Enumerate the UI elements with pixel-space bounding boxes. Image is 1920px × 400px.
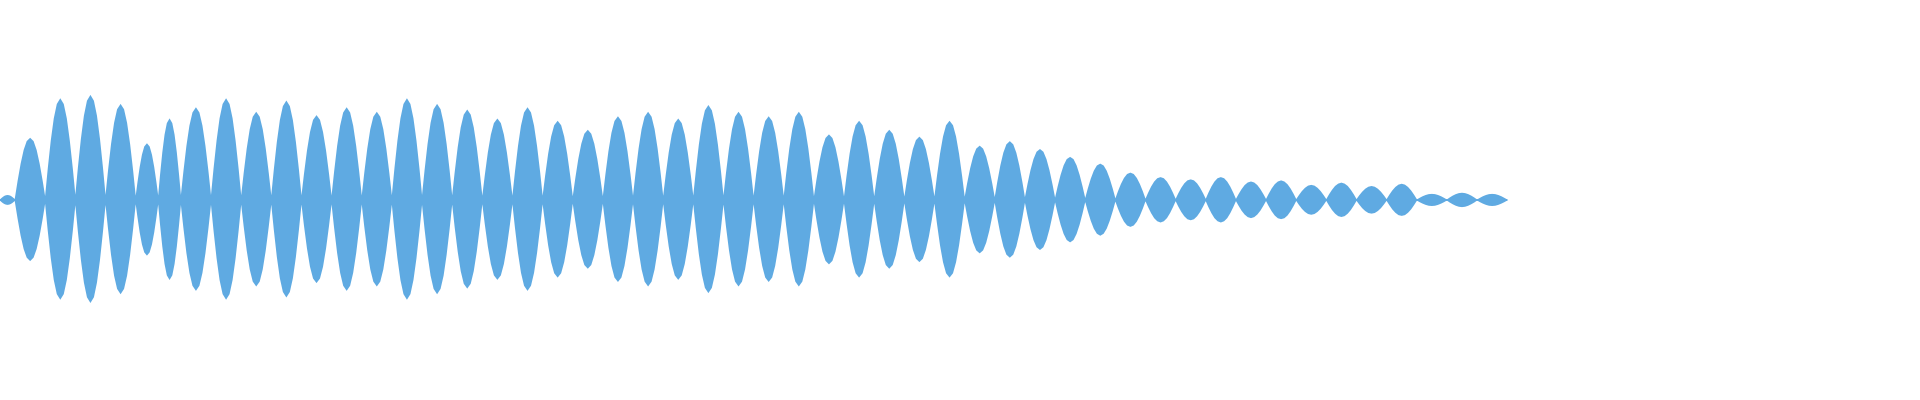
- waveform-shape: [0, 94, 1509, 304]
- waveform-envelope: [0, 94, 1509, 304]
